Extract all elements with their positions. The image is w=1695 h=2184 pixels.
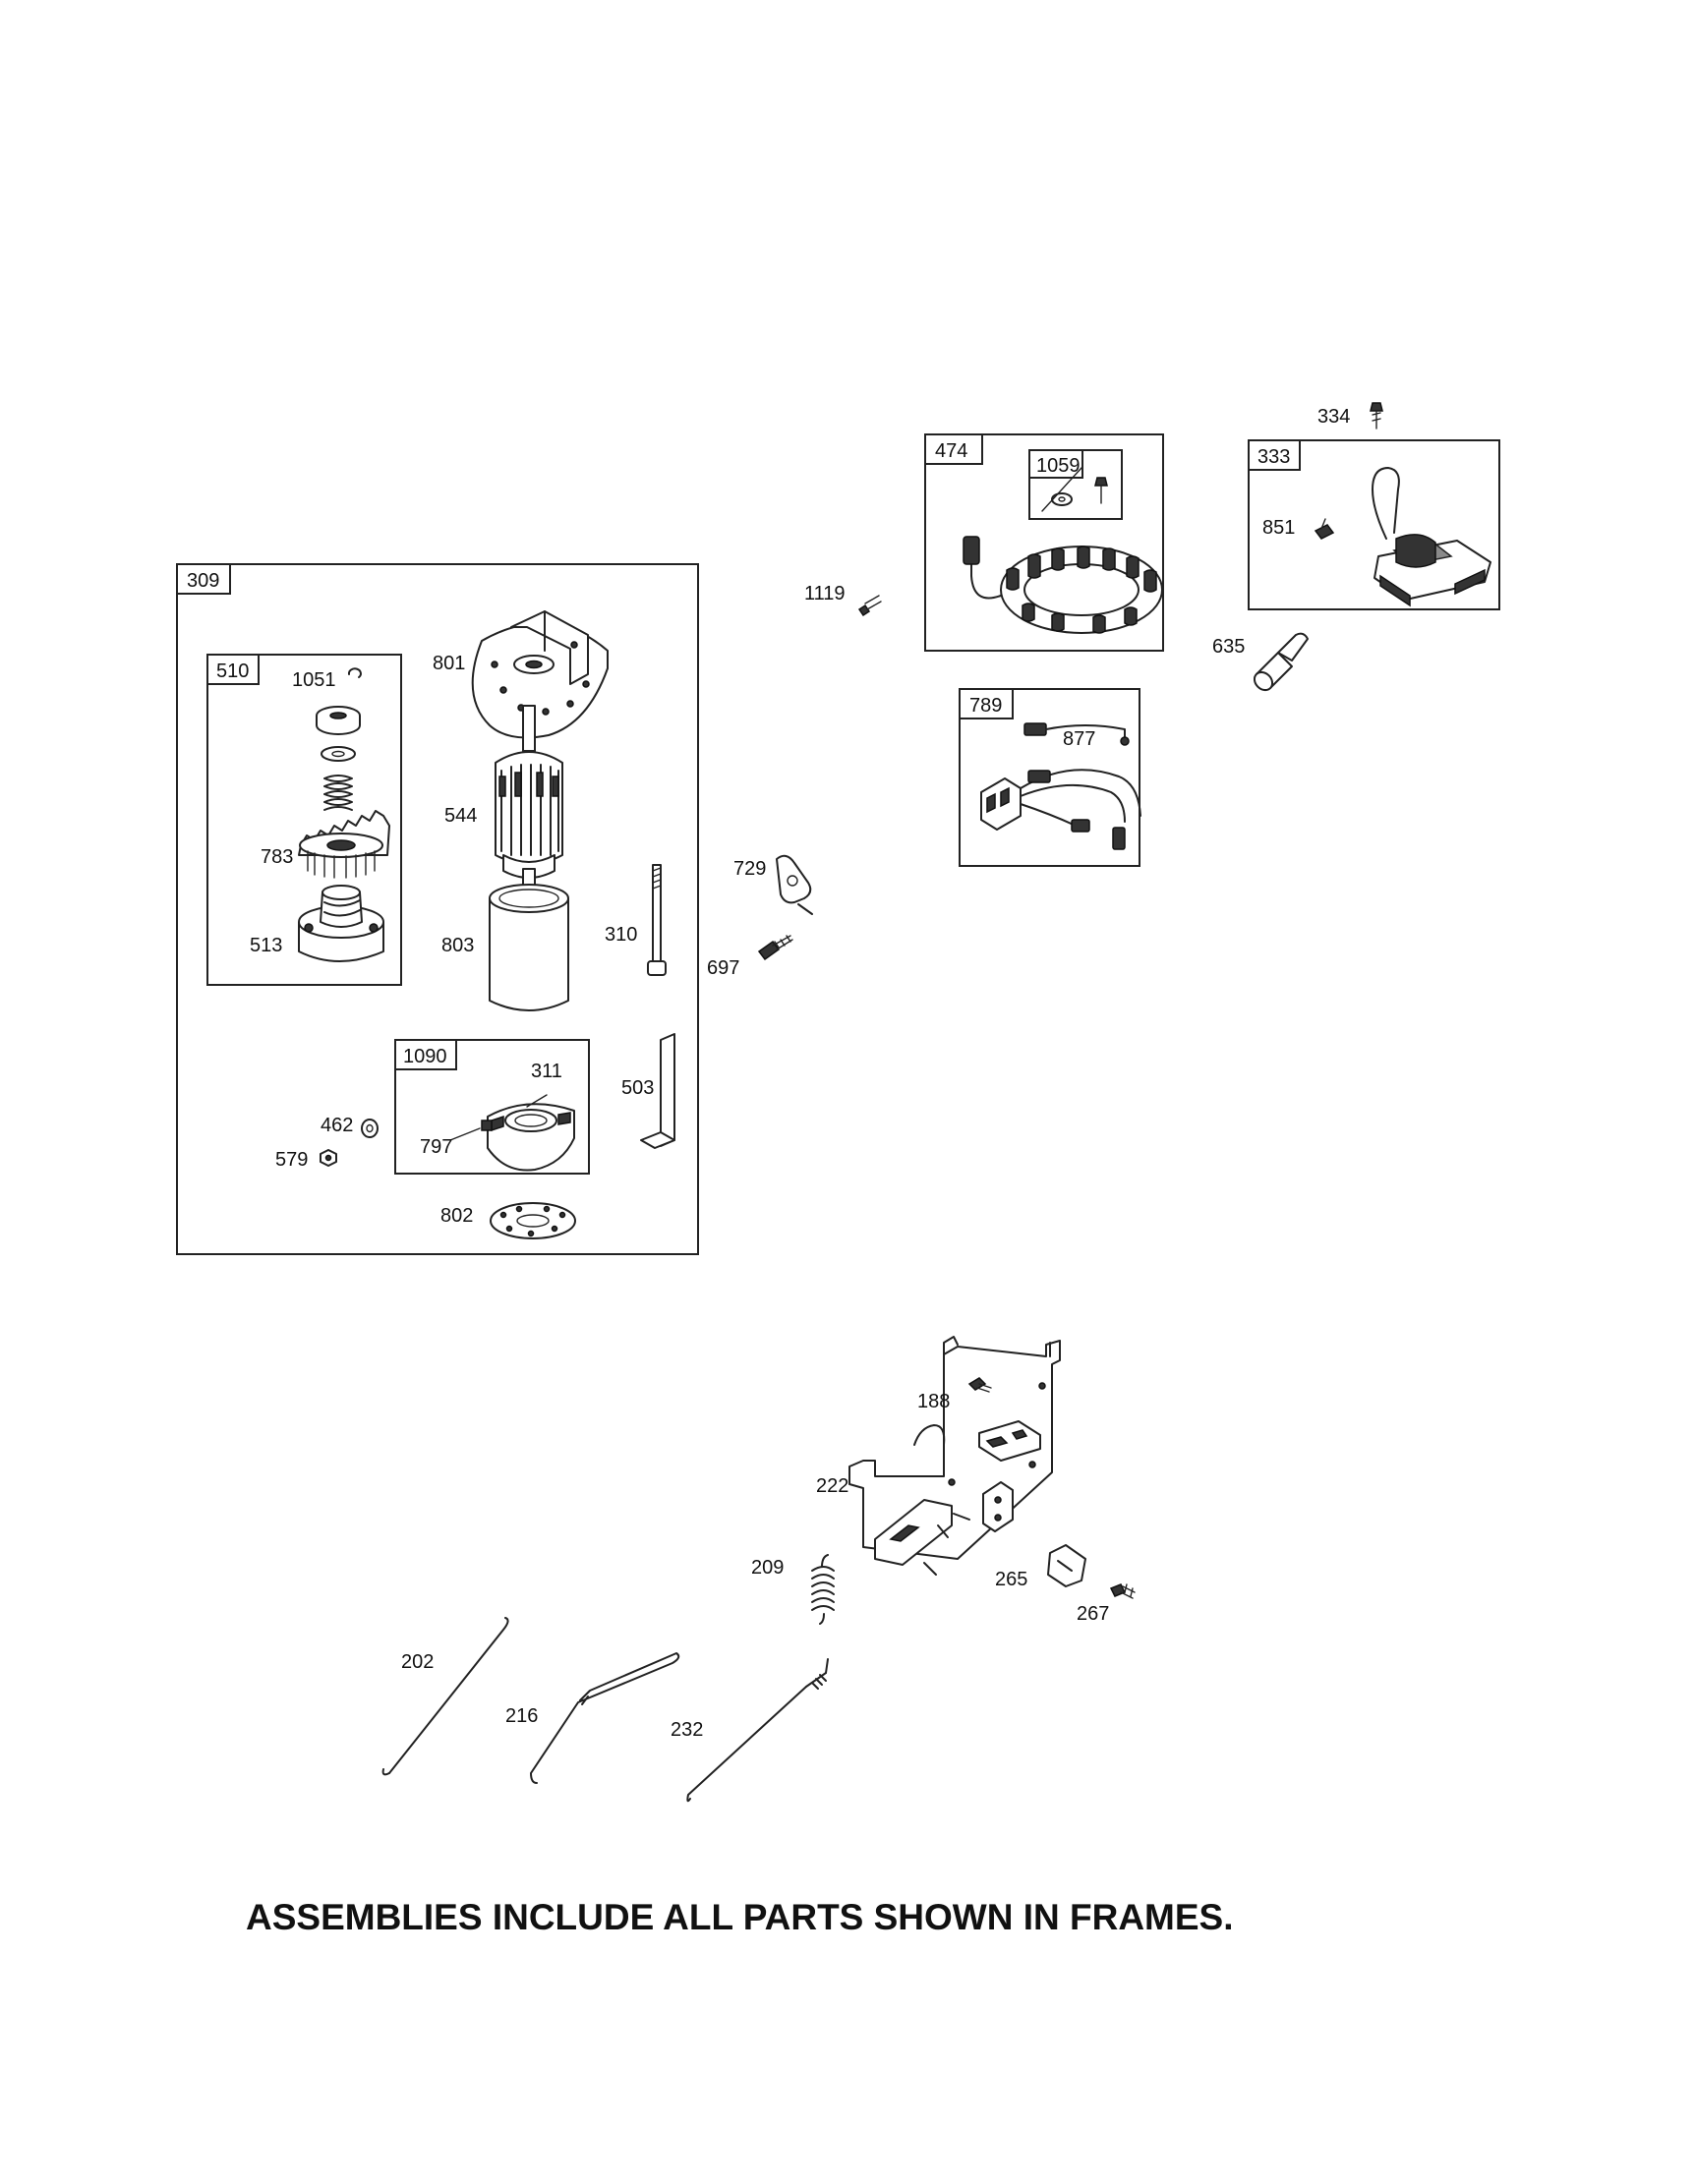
label-877: 877	[1063, 728, 1095, 750]
label-232: 232	[671, 1719, 703, 1741]
end-cap-801	[471, 610, 609, 739]
label-783: 783	[261, 846, 293, 868]
ignition-coil	[1372, 467, 1491, 607]
stop-nut	[316, 706, 361, 735]
label-202: 202	[401, 1651, 434, 1673]
ground-clip-851	[1314, 518, 1335, 540]
frame-label-1090: 1090	[403, 1046, 447, 1067]
frame-333: 333	[1248, 439, 1500, 610]
brush-holder-311	[487, 1094, 575, 1172]
governor-link-216	[530, 1652, 680, 1784]
screw-1119	[857, 595, 882, 617]
washer-1059	[1041, 467, 1082, 512]
choke-link-232	[686, 1658, 829, 1803]
frame-label-1059: 1059	[1036, 455, 1081, 477]
label-265: 265	[995, 1569, 1027, 1590]
control-bracket-222	[848, 1336, 1061, 1576]
label-310: 310	[605, 924, 637, 946]
anti-drift-spring	[323, 775, 353, 811]
spring-209	[811, 1554, 835, 1625]
frame-label-510: 510	[216, 661, 249, 682]
label-216: 216	[505, 1705, 538, 1727]
spark-plug-boot-635	[1253, 632, 1309, 692]
through-bolt-310	[647, 864, 667, 976]
label-729: 729	[733, 858, 766, 880]
label-503: 503	[621, 1077, 654, 1099]
retainer-ring-1051	[347, 667, 362, 678]
label-851: 851	[1262, 517, 1295, 539]
screw-188	[967, 1377, 992, 1393]
label-188: 188	[917, 1391, 950, 1412]
label-803: 803	[441, 935, 474, 956]
frame-789: 789	[959, 688, 1140, 867]
label-513: 513	[250, 935, 282, 956]
label-544: 544	[444, 805, 477, 827]
clip-265	[1047, 1544, 1086, 1587]
label-802: 802	[440, 1205, 473, 1227]
motor-housing-803	[489, 884, 569, 1011]
frame-label-789: 789	[969, 695, 1002, 717]
screw-697	[757, 935, 793, 961]
frame-1059: 1059	[1028, 449, 1123, 520]
label-334: 334	[1317, 406, 1350, 428]
stator-ring	[963, 536, 1163, 634]
end-plate-802	[490, 1202, 576, 1239]
link-202	[381, 1617, 509, 1776]
brush-797	[449, 1120, 493, 1141]
bracket-503	[640, 1033, 675, 1149]
wiring-harness	[980, 769, 1141, 850]
label-579: 579	[275, 1149, 308, 1171]
label-209: 209	[751, 1557, 784, 1579]
nut-579	[320, 1149, 337, 1167]
screw-1059	[1094, 477, 1108, 504]
label-635: 635	[1212, 636, 1245, 658]
drive-housing-513	[298, 885, 384, 962]
label-222: 222	[816, 1475, 848, 1497]
screw-334	[1370, 402, 1383, 430]
frame-309: 309	[176, 563, 699, 1255]
thrust-washer	[321, 746, 356, 762]
armature-544	[495, 705, 563, 888]
nut-462	[361, 1119, 379, 1138]
frame-label-333: 333	[1257, 446, 1290, 468]
frame-label-309: 309	[187, 570, 219, 592]
pinion-gear-783	[298, 810, 390, 879]
frame-474: 474	[924, 433, 1164, 652]
label-267: 267	[1077, 1603, 1109, 1625]
label-462: 462	[321, 1115, 353, 1136]
label-1119: 1119	[804, 583, 846, 604]
footer-note: ASSEMBLIES INCLUDE ALL PARTS SHOWN IN FR…	[246, 1897, 1234, 1937]
label-311: 311	[531, 1061, 562, 1082]
label-801: 801	[433, 653, 465, 674]
label-1051: 1051	[292, 669, 336, 691]
frame-label-474: 474	[935, 440, 967, 462]
screw-267	[1109, 1583, 1136, 1599]
label-797: 797	[420, 1136, 452, 1158]
wire-877	[1023, 722, 1130, 746]
frame-510: 510	[206, 654, 402, 986]
frame-1090: 1090	[394, 1039, 590, 1175]
label-697: 697	[707, 957, 739, 979]
wire-clip-729	[776, 854, 813, 915]
